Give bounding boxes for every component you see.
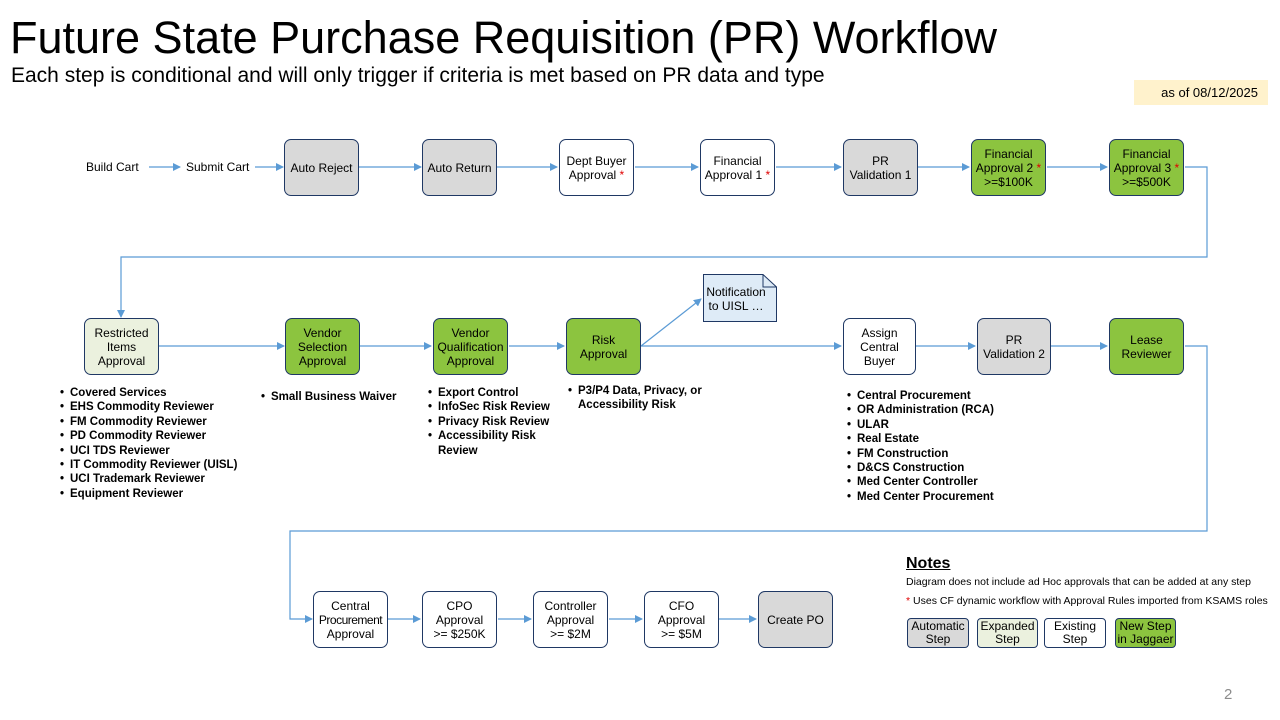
auto-reject-label: Auto Reject [290,160,353,175]
list-item: UCI Trademark Reviewer [60,472,237,487]
required-marker: * [765,167,771,182]
required-marker: * [1036,160,1042,175]
page-number: 2 [1224,686,1233,703]
legend-automatic-step: Automatic Step [907,618,969,648]
list-item: InfoSec Risk Review [428,400,563,415]
list-item: Accessibility Risk Review [428,429,563,458]
notes-line-1: Diagram does not include ad Hoc approval… [906,576,1251,588]
financial-approval-3-step: Financial Approval 3 * >=$500K [1109,139,1184,196]
central-procurement-approval-step: Central Procurement Approval [313,591,388,648]
as-of-date: as of 08/12/2025 [1134,80,1268,105]
central-buyer-list: Central Procurement OR Administration (R… [847,389,994,505]
required-marker: * [906,595,911,607]
risk-approval-step: Risk Approval [566,318,641,375]
vendor-selection-approval-step: Vendor Selection Approval [285,318,360,375]
vendor-qualification-list: Export Control InfoSec Risk Review Priva… [428,386,563,458]
list-item: Small Business Waiver [261,390,397,405]
controller-approval-step: Controller Approval >= $2M [533,591,608,648]
vendor-selection-list: Small Business Waiver [261,390,397,405]
restricted-items-reviewer-list: Covered Services EHS Commodity Reviewer … [60,386,237,502]
notes-line-2: * Uses CF dynamic workflow with Approval… [906,595,1268,607]
auto-return-label: Auto Return [427,160,492,175]
notification-document-shape [703,274,777,322]
legend-existing-step: Existing Step [1044,618,1106,648]
assign-central-buyer-step: Assign Central Buyer [843,318,916,375]
list-item: EHS Commodity Reviewer [60,400,237,415]
page-subtitle: Each step is conditional and will only t… [11,64,825,87]
lease-reviewer-step: Lease Reviewer [1109,318,1184,375]
list-item: FM Construction [847,447,994,462]
list-item: Privacy Risk Review [428,415,563,430]
list-item: P3/P4 Data, Privacy, or Accessibility Ri… [568,384,703,413]
cfo-approval-step: CFO Approval >= $5M [644,591,719,648]
list-item: Export Control [428,386,563,401]
create-po-label: Create PO [767,612,824,627]
vendor-qualification-approval-step: Vendor Qualification Approval [433,318,508,375]
auto-return-step: Auto Return [422,139,497,196]
list-item: Med Center Controller [847,475,994,490]
legend-new-step: New Step in Jaggaer [1115,618,1176,648]
list-item: Med Center Procurement [847,490,994,505]
list-item: ULAR [847,418,994,433]
notification-uisl-label: Notification to UISL … [706,285,766,313]
pr-validation-2-step: PR Validation 2 [977,318,1051,375]
page-title: Future State Purchase Requisition (PR) W… [10,12,998,63]
legend-expanded-step: Expanded Step [977,618,1038,648]
list-item: D&CS Construction [847,461,994,476]
build-cart-label: Build Cart [86,160,139,174]
cpo-approval-step: CPO Approval >= $250K [422,591,497,648]
pr-validation-1-step: PR Validation 1 [843,139,918,196]
financial-approval-2-step: Financial Approval 2 * >=$100K [971,139,1046,196]
notes-heading: Notes [906,555,951,572]
required-marker: * [619,167,625,182]
auto-reject-step: Auto Reject [284,139,359,196]
list-item: Covered Services [60,386,237,401]
list-item: UCI TDS Reviewer [60,444,237,459]
submit-cart-label: Submit Cart [186,160,250,174]
dept-buyer-approval-step: Dept Buyer Approval * [559,139,634,196]
list-item: PD Commodity Reviewer [60,429,237,444]
list-item: Real Estate [847,432,994,447]
list-item: OR Administration (RCA) [847,403,994,418]
list-item: FM Commodity Reviewer [60,415,237,430]
list-item: Central Procurement [847,389,994,404]
create-po-step: Create PO [758,591,833,648]
list-item: IT Commodity Reviewer (UISL) [60,458,237,473]
required-marker: * [1174,160,1180,175]
financial-approval-1-step: Financial Approval 1 * [700,139,775,196]
list-item: Equipment Reviewer [60,487,237,502]
restricted-items-approval-step: Restricted Items Approval [84,318,159,375]
risk-approval-list: P3/P4 Data, Privacy, or Accessibility Ri… [568,384,703,413]
